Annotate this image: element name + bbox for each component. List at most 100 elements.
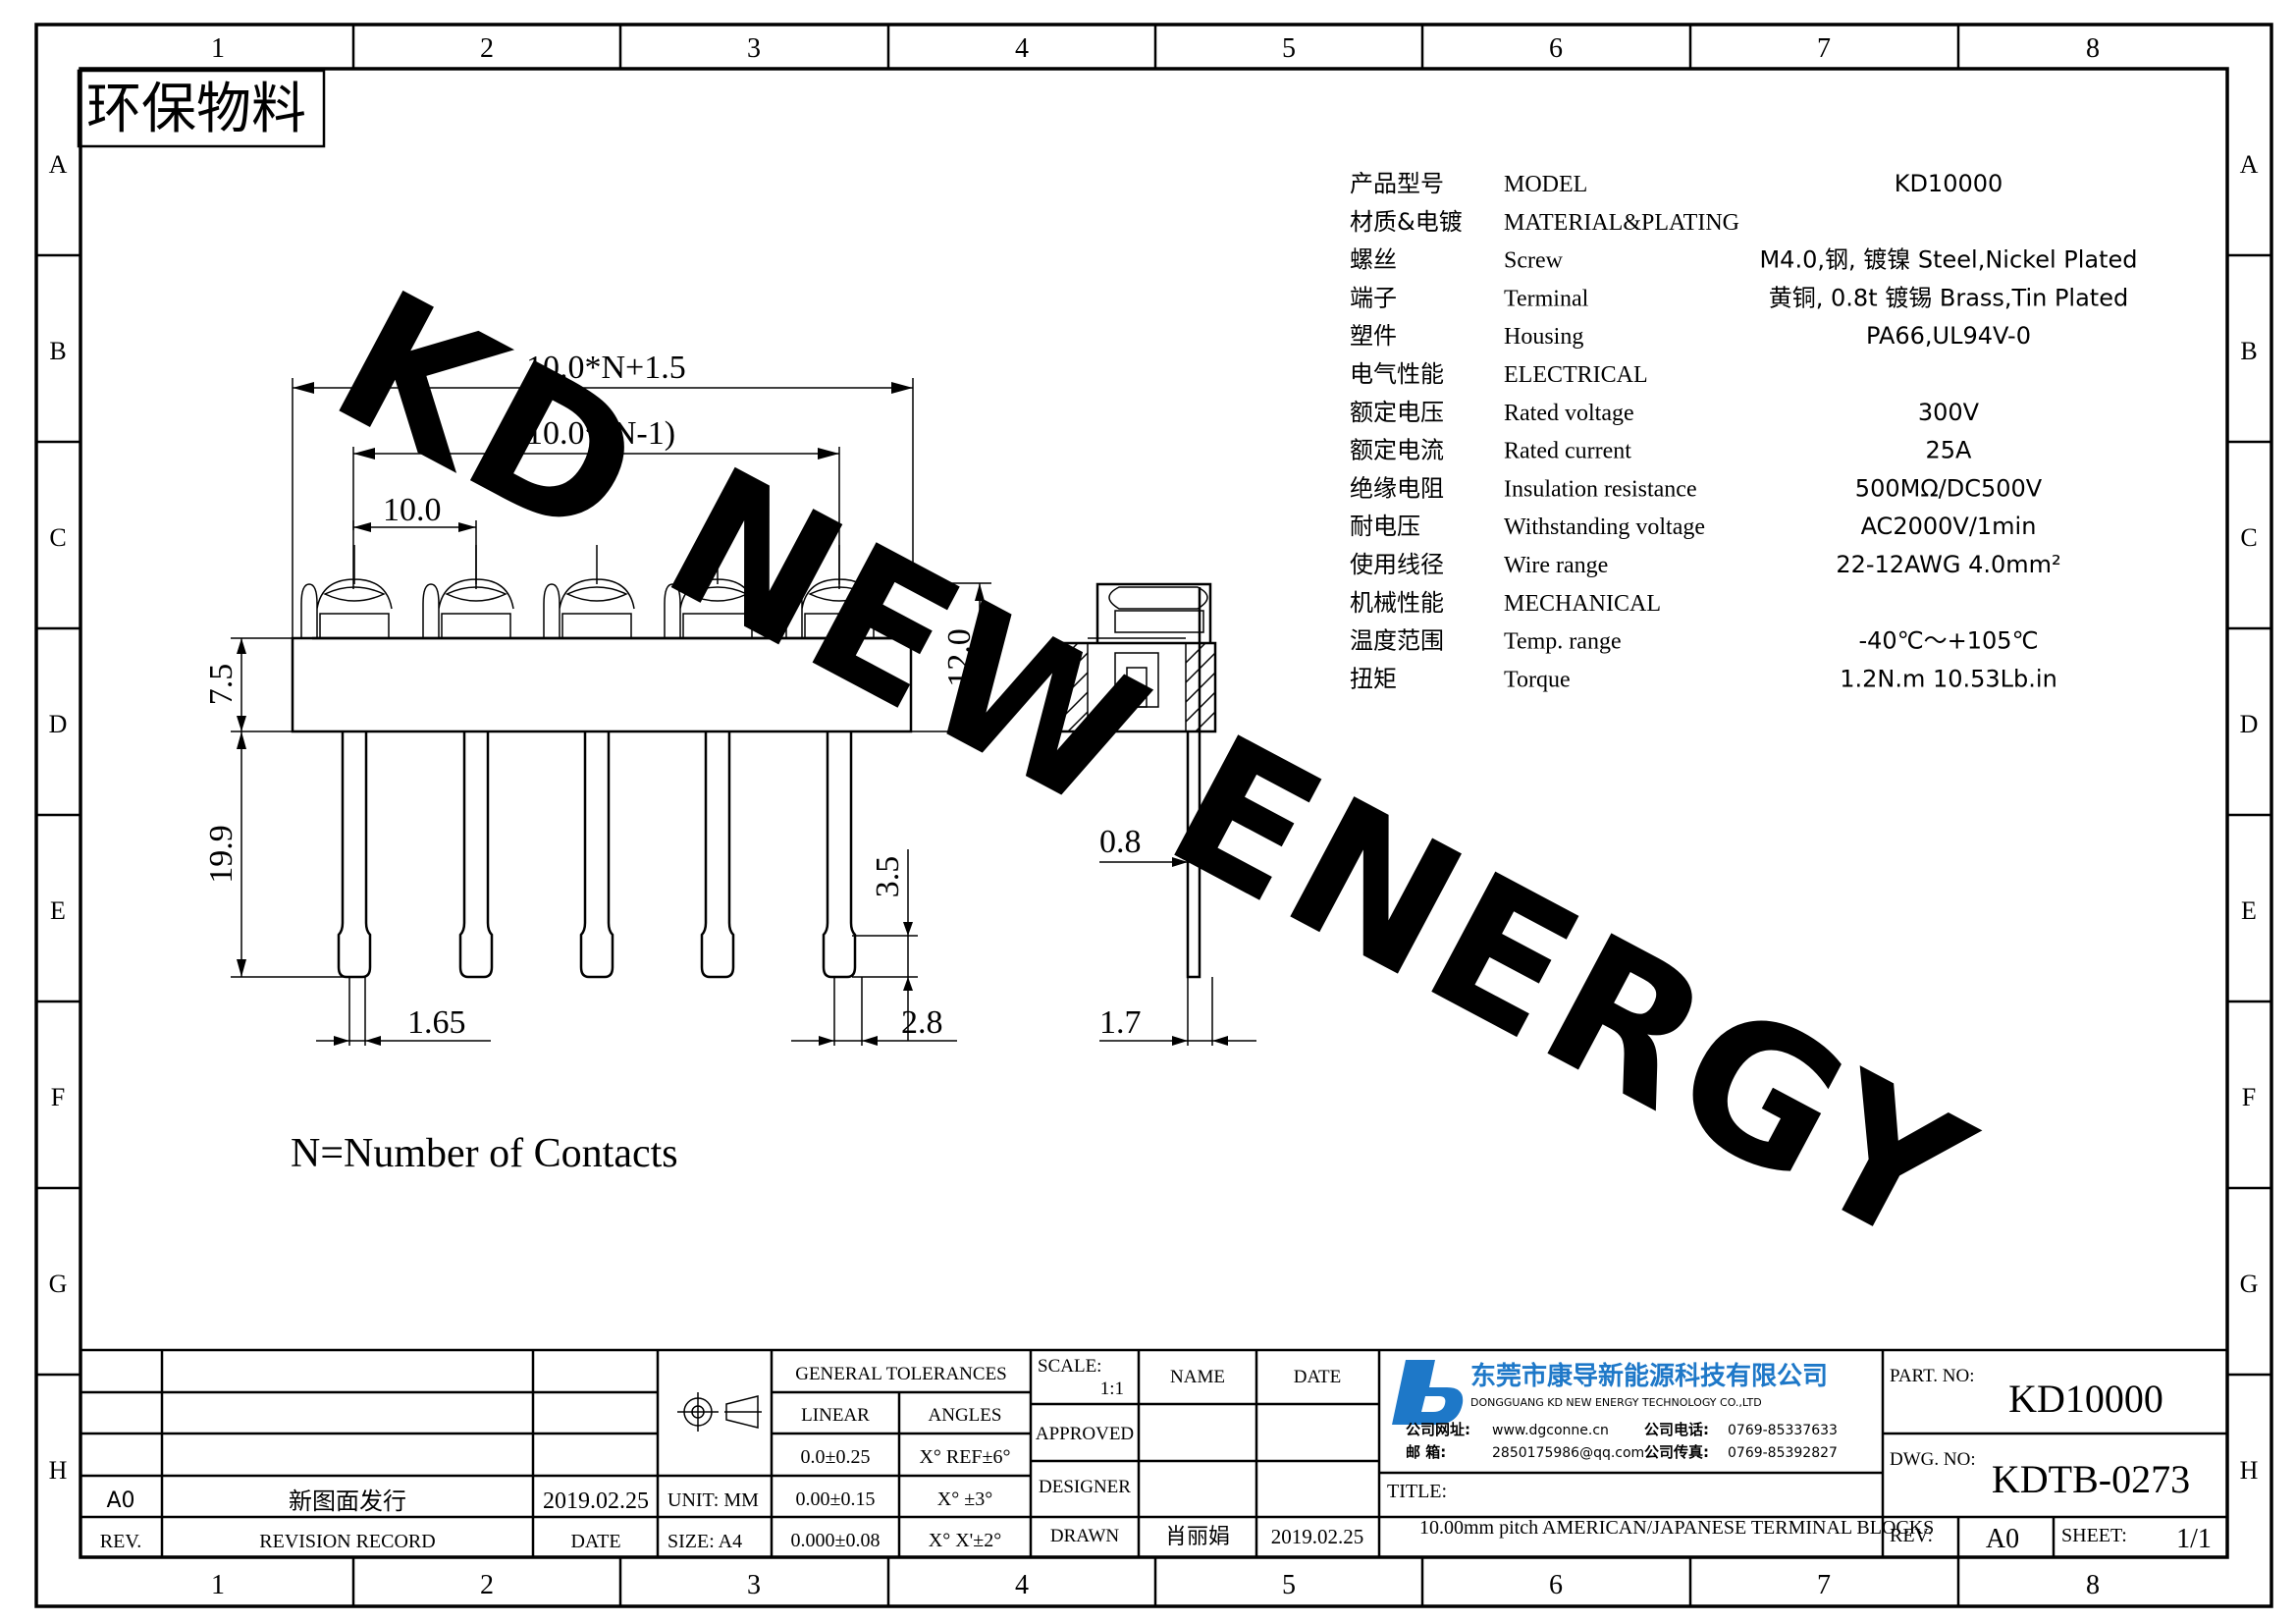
spec-label-cn: 绝缘电阻 [1350, 474, 1444, 502]
terminal-pin [458, 731, 494, 979]
svg-text:10.0: 10.0 [383, 492, 442, 528]
spec-label-cn: 材质&电镀 [1350, 208, 1463, 236]
phone-label: 公司电话: [1644, 1421, 1709, 1438]
dim-pin-thickness: 0.8 [1099, 824, 1227, 867]
spec-value: 22-12AWG 4.0mm² [1836, 551, 2060, 578]
rev-label: REV: [1890, 1525, 1933, 1546]
row-label-right: G [2240, 1270, 2259, 1298]
web-value: www.dgconne.cn [1492, 1423, 1609, 1438]
mail-value: 2850175986@qq.com [1492, 1445, 1644, 1461]
column-label-bottom: 4 [1015, 1570, 1029, 1600]
company-name-en: DONGGUANG KD NEW ENERGY TECHNOLOGY CO.,L… [1470, 1396, 1762, 1409]
terminal-pin [700, 731, 735, 979]
spec-label-en: Screw [1504, 248, 1564, 274]
dim-height-total: 12.0 [911, 582, 991, 732]
spec-label-cn: 扭矩 [1350, 665, 1397, 692]
row-label-left: D [49, 710, 68, 738]
date-col-header: DATE [1294, 1367, 1342, 1387]
spec-value: 500MΩ/DC500V [1855, 474, 2043, 502]
row-label-right: B [2240, 337, 2257, 365]
name-header: NAME [1170, 1367, 1225, 1387]
drawn-label: DRAWN [1050, 1526, 1120, 1546]
fax-label: 公司传真: [1644, 1443, 1709, 1461]
row-label-left: H [49, 1456, 68, 1485]
column-label-top: 7 [1817, 33, 1831, 64]
designer-label: DESIGNER [1039, 1477, 1131, 1497]
column-label-top: 8 [2086, 33, 2100, 64]
title-block: A0 新图面发行 2019.02.25 REV. REVISION RECORD… [80, 1348, 2227, 1557]
spec-label-en: Temp. range [1504, 629, 1622, 655]
scale-label: SCALE: [1038, 1356, 1101, 1377]
terminal-pin [337, 731, 372, 979]
spec-label-cn: 端子 [1350, 284, 1397, 311]
spec-value: 1.2N.m 10.53Lb.in [1840, 665, 2057, 692]
spec-label-cn: 额定电流 [1350, 437, 1444, 464]
svg-text:1.65: 1.65 [407, 1004, 466, 1041]
spec-label-cn: 机械性能 [1350, 589, 1444, 617]
tol-linear-1: 0.0±0.25 [801, 1446, 871, 1468]
company-name-cn: 东莞市康导新能源科技有限公司 [1470, 1361, 1828, 1391]
spec-value: 25A [1926, 437, 1973, 464]
spec-label-en: Wire range [1504, 553, 1608, 578]
fax-value: 0769-85392827 [1728, 1445, 1838, 1461]
spec-value: KD10000 [1895, 170, 2003, 197]
spec-label-en: MATERIAL&PLATING [1504, 210, 1739, 236]
svg-text:10.0*N+1.5: 10.0*N+1.5 [526, 350, 686, 386]
spec-label-en: MECHANICAL [1504, 591, 1661, 617]
dim-pin-gap: 2.8 [791, 977, 957, 1046]
tol-angles-3: X° X'±2° [929, 1530, 1001, 1551]
column-label-top: 3 [747, 33, 761, 64]
rev-header: REV. [100, 1531, 141, 1552]
sheet-value: 1/1 [2176, 1524, 2212, 1554]
svg-text:12.0: 12.0 [941, 628, 978, 687]
svg-text:1.7: 1.7 [1099, 1004, 1142, 1041]
svg-text:10.0*(N-1): 10.0*(N-1) [526, 415, 675, 452]
spec-value: 黄铜, 0.8t 镀锡 Brass,Tin Plated [1769, 284, 2128, 311]
drawing-frame: 1 2 3 4 5 6 7 8 1 2 3 4 5 6 7 8 A B C D … [34, 23, 2273, 1608]
dim-pin-width: 1.65 [316, 977, 491, 1046]
spec-label-en: MODEL [1504, 172, 1587, 197]
spec-label-cn: 温度范围 [1350, 627, 1444, 655]
date-header: DATE [570, 1531, 620, 1552]
spec-label-cn: 塑件 [1350, 322, 1397, 350]
general-tolerances: GENERAL TOLERANCES [795, 1364, 1007, 1384]
spec-value: -40℃～+105℃ [1858, 627, 2038, 655]
spec-label-en: Rated voltage [1504, 401, 1634, 426]
terminal-pin [579, 731, 614, 979]
column-label-top: 6 [1549, 33, 1563, 64]
row-label-left: A [49, 150, 68, 179]
drawn-name: 肖丽娟 [1165, 1525, 1230, 1549]
row-label-left: C [49, 523, 66, 552]
column-label-bottom: 6 [1549, 1570, 1563, 1600]
sheet-label: SHEET: [2061, 1525, 2127, 1546]
dim-height-body: 7.5 [203, 637, 293, 732]
record-header: REVISION RECORD [259, 1531, 435, 1552]
row-label-right: D [2240, 710, 2259, 738]
rev-value: A0 [1986, 1524, 2019, 1554]
row-label-left: B [49, 337, 66, 365]
spec-label-cn: 产品型号 [1350, 170, 1444, 197]
approved-label: APPROVED [1036, 1424, 1134, 1444]
projection-symbol-icon [677, 1392, 762, 1432]
svg-text:7.5: 7.5 [203, 664, 240, 706]
column-label-top: 1 [211, 33, 225, 64]
dim-pin-tip: 3.5 [852, 849, 918, 1041]
screw-terminal [422, 545, 514, 639]
spec-value: AC2000V/1min [1861, 513, 2037, 540]
column-label-bottom: 8 [2086, 1570, 2100, 1600]
drawing-title: 10.00mm pitch AMERICAN/JAPANESE TERMINAL… [1419, 1517, 1934, 1539]
company-logo-icon [1392, 1360, 1464, 1425]
web-label: 公司网址: [1406, 1421, 1470, 1438]
spec-label-cn: 耐电压 [1350, 513, 1420, 540]
spec-value: 300V [1918, 399, 1980, 426]
size-label: SIZE: A4 [667, 1531, 742, 1552]
part-no-value: KD10000 [2008, 1377, 2163, 1421]
spec-value: PA66,UL94V-0 [1866, 322, 2031, 350]
spec-label-en: Withstanding voltage [1504, 514, 1705, 540]
row-label-right: F [2242, 1083, 2256, 1111]
eco-material-stamp: 环保物料 [77, 69, 326, 148]
angles-header: ANGLES [929, 1405, 1002, 1426]
dim-pitch: 10.0 [352, 492, 477, 589]
